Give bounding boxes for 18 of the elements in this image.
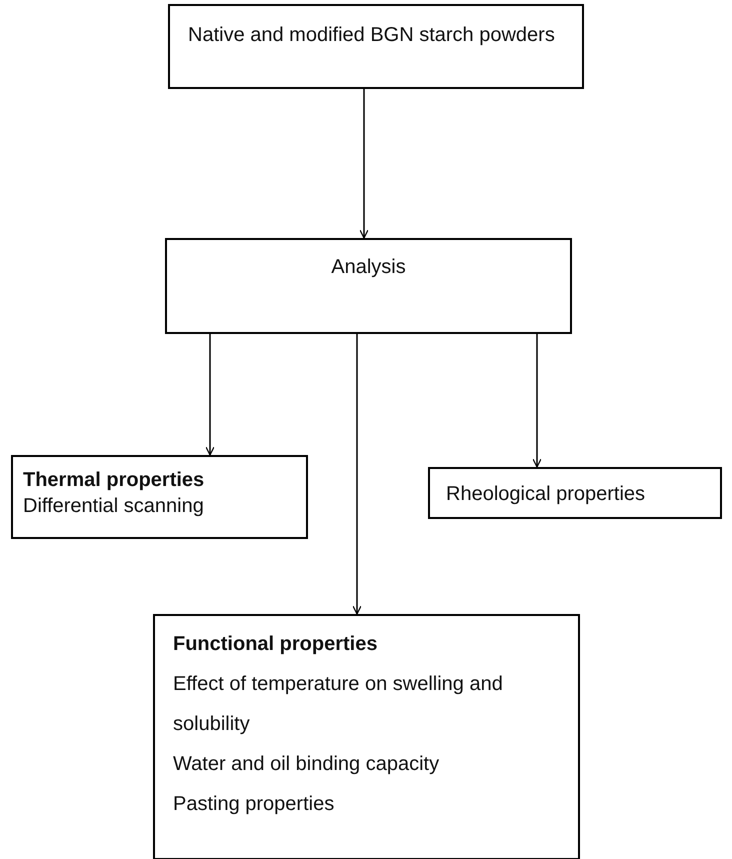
- arrow: [205, 334, 215, 456]
- arrow: [352, 334, 362, 615]
- process-box: [11, 455, 308, 539]
- process-box: [168, 4, 584, 89]
- box-heading: Functional properties: [173, 632, 378, 657]
- box-text: Rheological properties: [446, 482, 646, 507]
- arrow: [359, 89, 369, 239]
- box-text: Effect of temperature on swelling and solubility: [173, 672, 504, 737]
- box-text: Pasting properties: [173, 792, 336, 817]
- process-box: [165, 238, 572, 334]
- box-text: Analysis: [330, 255, 407, 280]
- box-text: Differential scanning: [23, 494, 205, 519]
- process-box: [428, 467, 722, 519]
- process-box: [153, 614, 580, 859]
- box-text: Water and oil binding capacity: [173, 752, 440, 777]
- arrow: [532, 334, 542, 468]
- box-text: Native and modified BGN starch powders: [188, 23, 556, 48]
- box-heading: Thermal properties: [23, 468, 206, 493]
